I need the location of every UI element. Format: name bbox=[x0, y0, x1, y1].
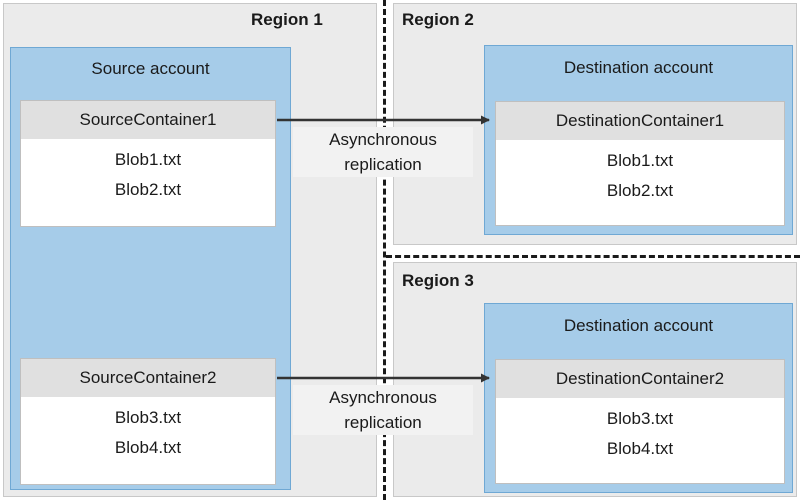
region-horizontal-divider bbox=[386, 255, 800, 258]
destination-container-2-header: DestinationContainer2 bbox=[496, 360, 784, 398]
destination-container-1-blobs: Blob1.txt Blob2.txt bbox=[496, 140, 784, 225]
destination-container-1-box[interactable]: DestinationContainer1 Blob1.txt Blob2.tx… bbox=[495, 101, 785, 226]
source-container-2-header: SourceContainer2 bbox=[21, 359, 275, 397]
source-container-1-header: SourceContainer1 bbox=[21, 101, 275, 139]
blob-item: Blob1.txt bbox=[114, 150, 182, 169]
source-container-1-blobs: Blob1.txt Blob2.txt bbox=[21, 139, 275, 226]
blob-item: Blob4.txt bbox=[114, 438, 182, 457]
replication-arrow-1 bbox=[277, 115, 490, 125]
blob-item: Blob1.txt bbox=[606, 151, 674, 170]
source-container-1-box[interactable]: SourceContainer1 Blob1.txt Blob2.txt bbox=[20, 100, 276, 227]
source-container-2-box[interactable]: SourceContainer2 Blob3.txt Blob4.txt bbox=[20, 358, 276, 485]
destination-container-2-box[interactable]: DestinationContainer2 Blob3.txt Blob4.tx… bbox=[495, 359, 785, 484]
blob-item: Blob2.txt bbox=[606, 181, 674, 200]
replication-label-line-2: replication bbox=[344, 155, 422, 174]
region-2-title: Region 2 bbox=[402, 10, 474, 29]
blob-item: Blob3.txt bbox=[606, 409, 674, 428]
replication-label-line-1: Asynchronous bbox=[329, 388, 437, 407]
blob-item: Blob3.txt bbox=[114, 408, 182, 427]
source-account-title: Source account bbox=[91, 59, 210, 78]
region-1-title: Region 1 bbox=[251, 10, 323, 29]
region-3-title: Region 3 bbox=[402, 271, 474, 290]
source-container-2-blobs: Blob3.txt Blob4.txt bbox=[21, 397, 275, 484]
destination-account-2-title: Destination account bbox=[563, 316, 714, 335]
replication-arrow-2 bbox=[277, 373, 490, 383]
blob-item: Blob2.txt bbox=[114, 180, 182, 199]
blob-item: Blob4.txt bbox=[606, 439, 674, 458]
region-vertical-divider bbox=[383, 0, 386, 500]
destination-account-1-title: Destination account bbox=[563, 58, 714, 77]
replication-arrow-2-label: Asynchronous replication bbox=[293, 385, 473, 435]
destination-container-1-header: DestinationContainer1 bbox=[496, 102, 784, 140]
replication-arrow-1-label: Asynchronous replication bbox=[293, 127, 473, 177]
replication-label-line-1: Asynchronous bbox=[329, 130, 437, 149]
destination-container-2-blobs: Blob3.txt Blob4.txt bbox=[496, 398, 784, 483]
replication-label-line-2: replication bbox=[344, 413, 422, 432]
